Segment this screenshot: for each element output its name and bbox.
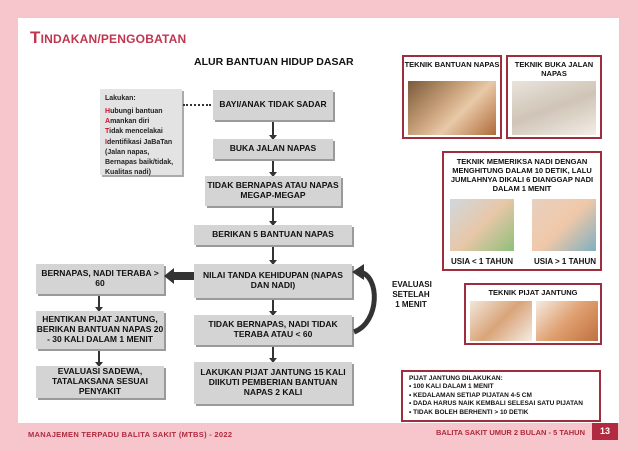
flow-box-pijat-jantung-15: LAKUKAN PIJAT JANTUNG 15 KALI DIIKUTI PE… xyxy=(194,362,352,404)
evaluasi-label: EVALUASI SETELAH 1 MENIT xyxy=(392,280,432,309)
pijat-info-heading: PIJAT JANTUNG DILAKUKAN: xyxy=(409,375,503,382)
footer-right: BALITA SAKIT UMUR 2 BULAN - 5 TAHUN xyxy=(436,428,586,437)
lakukan-line: (Jalan napas, xyxy=(105,148,150,156)
flow-box-tidak-bernapas: TIDAK BERNAPAS ATAU NAPAS MEGAP-MEGAP xyxy=(205,176,341,206)
page-number: 13 xyxy=(592,423,618,440)
flow-box-buka-jalan-napas: BUKA JALAN NAPAS xyxy=(213,139,333,159)
lakukan-line: Tidak mencelakai xyxy=(105,128,163,136)
panel-bantuan-napas: TEKNIK BANTUAN NAPAS xyxy=(402,55,502,139)
left-box-hentikan-pijat: HENTIKAN PIJAT JANTUNG, BERIKAN BANTUAN … xyxy=(36,311,164,349)
lakukan-heading: Lakukan: xyxy=(105,95,136,102)
arrow-down xyxy=(269,122,277,140)
lakukan-box: Lakukan: Hubungi bantuan Amankan diri Ti… xyxy=(100,89,182,176)
flow-box-tidak-sadar: BAYI/ANAK TIDAK SADAR xyxy=(213,90,333,120)
left-box-bernapas: BERNAPAS, NADI TERABA > 60 xyxy=(36,264,164,294)
diagram-title: ALUR BANTUAN HIDUP DASAR xyxy=(194,56,354,68)
pijat-anak-illustration xyxy=(536,301,598,341)
page-title: TINDAKAN/PENGOBATAN xyxy=(30,28,187,47)
lakukan-line: Identifikasi JaBaTan xyxy=(105,138,173,146)
panel-buka-jalan-napas: TEKNIK BUKA JALAN NAPAS xyxy=(506,55,602,139)
panel-pijat-jantung: TEKNIK PIJAT JANTUNG xyxy=(464,283,602,345)
lakukan-line: Amankan diri xyxy=(105,118,150,126)
loop-arrow xyxy=(352,264,377,335)
arrow-left xyxy=(164,268,194,284)
lakukan-line: Hubungi bantuan xyxy=(105,108,163,116)
dotted-connector xyxy=(183,104,211,106)
pijat-info-item: DADA HARUS NAIK KEMBALI SELESAI SATU PIJ… xyxy=(409,400,593,408)
pijat-info-box: PIJAT JANTUNG DILAKUKAN: 100 KALI DALAM … xyxy=(401,370,601,422)
arrow-down xyxy=(269,208,277,226)
lakukan-line: Kualitas nadi) xyxy=(105,168,151,176)
bantuan-napas-photo xyxy=(408,81,496,135)
flow-box-5-bantuan-napas: BERIKAN 5 BANTUAN NAPAS xyxy=(194,225,352,245)
panel-memeriksa-nadi: TEKNIK MEMERIKSA NADI DENGAN MENGHITUNG … xyxy=(442,151,602,271)
pijat-info-item: TIDAK BOLEH BERHENTI > 10 DETIK xyxy=(409,409,593,417)
nadi-bayi-photo xyxy=(450,199,514,251)
lakukan-line: Bernapas baik/tidak, xyxy=(105,158,174,166)
pijat-info-item: KEDALAMAN SETIAP PIJATAN 4-5 CM xyxy=(409,392,593,400)
arrow-down xyxy=(269,347,277,363)
flow-box-nadi-kurang-60: TIDAK BERNAPAS, NADI TIDAK TERABA ATAU <… xyxy=(194,315,352,345)
arrow-down xyxy=(269,300,277,316)
arrow-down xyxy=(269,247,277,265)
left-box-evaluasi-sadewa: EVALUASI SADEWA, TATALAKSANA SESUAI PENY… xyxy=(36,366,164,398)
arrow-down xyxy=(269,161,277,177)
footer-left: MANAJEMEN TERPADU BALITA SAKIT (MTBS) - … xyxy=(28,430,233,439)
buka-jalan-napas-illustration xyxy=(512,81,596,135)
arrow-down xyxy=(95,296,103,312)
pijat-bayi-illustration xyxy=(470,301,532,341)
nadi-anak-photo xyxy=(532,199,596,251)
pijat-info-item: 100 KALI DALAM 1 MENIT xyxy=(409,383,593,391)
flow-box-nilai-tanda-kehidupan: NILAI TANDA KEHIDUPAN (NAPAS DAN NADI) xyxy=(194,264,352,298)
arrow-down xyxy=(95,351,103,367)
